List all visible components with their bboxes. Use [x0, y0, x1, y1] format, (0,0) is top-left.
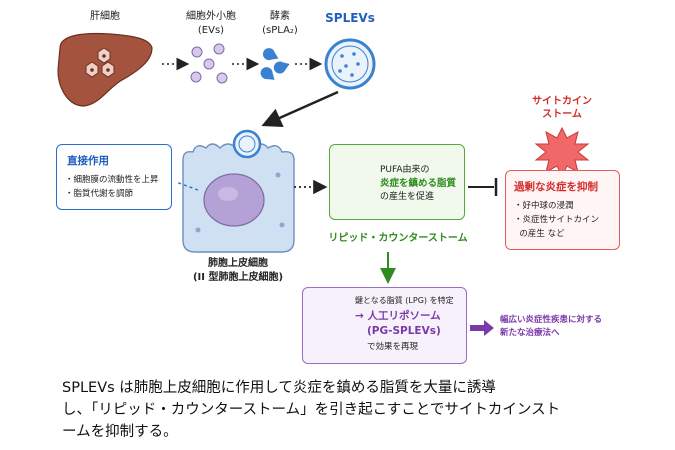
caption-line2: し、「リピッド・カウンターストーム」を引き起こすことでサイトカインスト: [62, 402, 561, 418]
caption-line1: SPLEVs は肺胞上皮細胞に作用して炎症を鎮める脂質を大量に誘導: [62, 380, 496, 396]
storm-label-line1: サイトカイン: [532, 96, 592, 107]
lpg-line1: 鍵となる脂質 (LPG) を特定: [355, 296, 454, 305]
suppress-item: の産生 など: [514, 229, 565, 239]
evs-label-line2: (EVs): [197, 25, 225, 36]
connector-direct: [175, 181, 199, 191]
liver-label: 肝細胞: [90, 11, 120, 22]
enzyme-label-line1: 酵素: [270, 11, 290, 22]
arrow-purple: [470, 320, 494, 336]
diagram: 肝細胞 細胞外小胞 (EVs) 酵素 (sPLA₂) SPLEVs 肺胞上皮細胞…: [56, 11, 620, 364]
suppress-box: 過剰な炎症を抑制 ・好中球の浸潤 ・炎症性サイトカイン の産生 など: [505, 170, 620, 250]
pufa-line2: 炎症を鎮める脂質: [380, 178, 457, 189]
therapy-line2: 新たな治療法へ: [500, 328, 560, 338]
cell-label-line1: 肺胞上皮細胞: [208, 258, 268, 269]
direct-action-box: 直接作用 ・細胞膜の流動性を上昇 ・脂質代謝を調節: [56, 144, 172, 210]
liver-icon: [57, 32, 153, 107]
lpg-line4: で効果を再現: [367, 342, 419, 352]
pufa-line1: PUFA由来の: [380, 165, 430, 175]
suppress-item: ・炎症性サイトカイン: [514, 215, 600, 225]
direct-action-title: 直接作用: [67, 155, 109, 167]
pufa-box: PUFA由来の 炎症を鎮める脂質 の産生を促進: [329, 144, 465, 220]
suppress-item: ・好中球の浸潤: [514, 201, 574, 211]
suppress-title: 過剰な炎症を抑制: [514, 181, 598, 193]
lpg-line2: → 人工リポソーム: [355, 310, 441, 322]
evs-icon: [190, 43, 228, 84]
caption: SPLEVs は肺胞上皮細胞に作用して炎症を鎮める脂質を大量に誘導 し、「リピッ…: [62, 377, 622, 443]
alveolar-cell-icon: [182, 129, 295, 253]
pufa-line3: の産生を促進: [380, 192, 435, 202]
lpg-box: 鍵となる脂質 (LPG) を特定 → 人工リポソーム (PG-SPLEVs) で…: [302, 287, 467, 364]
enzyme-label-line2: (sPLA₂): [262, 25, 298, 36]
splevs-icon: [324, 38, 376, 90]
therapy-line1: 幅広い炎症性疾患に対する: [500, 315, 603, 325]
lpg-line3: (PG-SPLEVs): [367, 325, 441, 337]
caption-line3: ームを抑制する。: [62, 424, 178, 440]
storm-label-line2: ストーム: [542, 109, 582, 120]
direct-action-item: ・脂質代謝を調節: [65, 189, 134, 199]
arrow-splevs-cell: [261, 90, 339, 128]
enzyme-icon: [260, 48, 290, 80]
cell-label-line2: (II 型肺胞上皮細胞): [192, 272, 284, 283]
lipid-counterstorm-label: リピッド・カウンターストーム: [328, 233, 468, 244]
cytokine-storm-icon: [534, 126, 590, 178]
evs-label-line1: 細胞外小胞: [186, 11, 236, 22]
direct-action-item: ・細胞膜の流動性を上昇: [65, 175, 159, 185]
splevs-label: SPLEVs: [325, 11, 375, 25]
